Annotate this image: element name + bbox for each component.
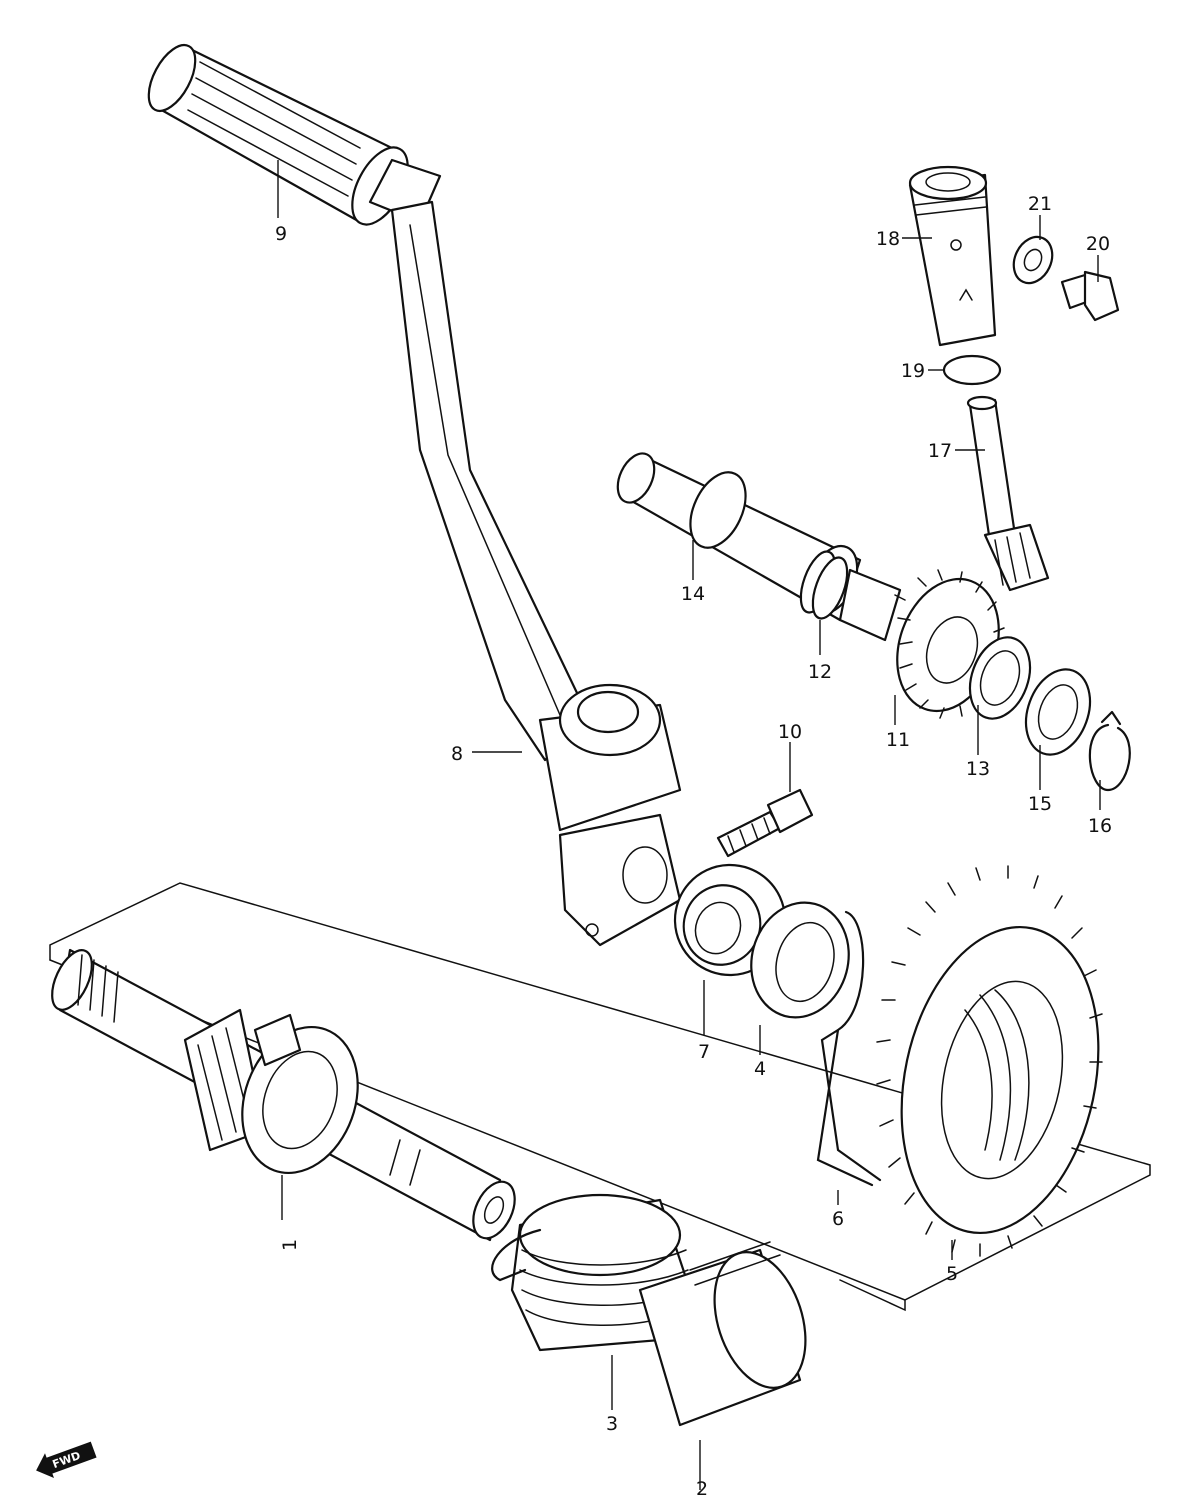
callout-4: 4 (754, 1058, 766, 1080)
callout-21: 21 (1028, 193, 1052, 215)
washer (1024, 668, 1092, 756)
pinion-shaft (966, 395, 1050, 592)
small-bolt (1060, 270, 1120, 322)
callout-11: 11 (886, 729, 910, 751)
kick-starter-gear (876, 865, 1103, 1257)
callout-15: 15 (1028, 793, 1052, 815)
callout-3: 3 (606, 1413, 618, 1435)
callout-8: 8 (451, 743, 463, 765)
lever-bolt (716, 788, 814, 858)
callout-1: 1 (279, 1239, 301, 1251)
forward-arrow-icon (36, 1441, 97, 1478)
callout-12: 12 (808, 661, 832, 683)
return-spring (816, 910, 882, 1187)
callout-labels: 1 2 3 4 5 6 7 8 9 10 11 12 13 14 15 16 1… (275, 193, 1112, 1500)
small-washer (1012, 235, 1054, 285)
spring-guide-sleeve (638, 1241, 807, 1427)
kick-starter-shaft (51, 948, 516, 1242)
kick-shaft (616, 452, 902, 642)
circlip (1088, 710, 1131, 792)
leader-lines (277, 160, 1101, 1490)
callout-20: 20 (1086, 233, 1110, 255)
callout-19: 19 (901, 360, 925, 382)
o-ring (942, 354, 1002, 386)
callout-13: 13 (966, 758, 990, 780)
callout-9: 9 (275, 223, 287, 245)
callout-17: 17 (928, 440, 952, 462)
spring-guide (750, 901, 850, 1019)
kick-return-spring (491, 1193, 692, 1352)
callout-6: 6 (832, 1208, 844, 1230)
callout-16: 16 (1088, 815, 1112, 837)
kick-lever-grip (147, 44, 442, 226)
callout-5: 5 (946, 1263, 958, 1285)
forward-direction-badge: FWD (36, 1441, 97, 1478)
housing-sleeve (908, 165, 997, 347)
callout-18: 18 (876, 228, 900, 250)
callout-2: 2 (696, 1478, 708, 1500)
kick-starter-lever (390, 200, 682, 947)
gear-retainer (968, 636, 1032, 720)
callout-7: 7 (698, 1041, 710, 1063)
callout-10: 10 (778, 721, 802, 743)
callout-14: 14 (681, 583, 705, 605)
shaft-clip (799, 550, 849, 620)
